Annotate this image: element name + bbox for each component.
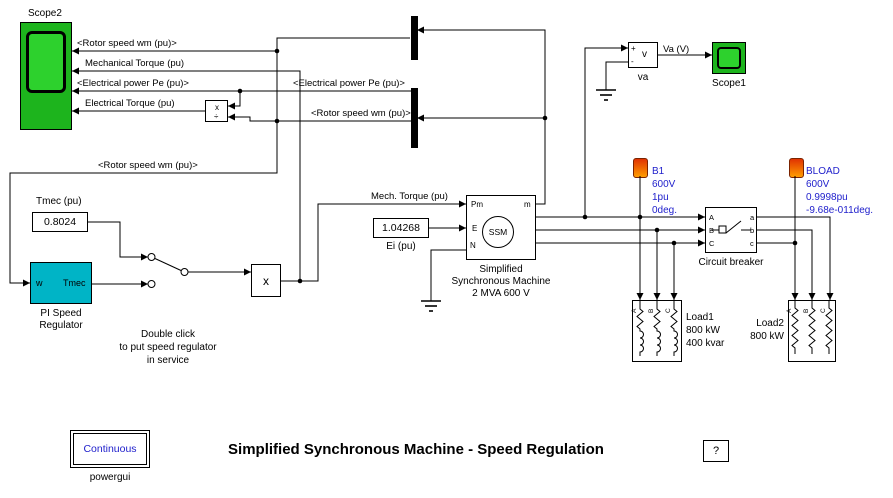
ground-icon-machine[interactable]	[421, 300, 441, 312]
breaker-port-c: c	[750, 239, 754, 248]
bload-bus-text: BLOAD 600V 0.9998pu -9.68e-011deg.	[806, 166, 874, 216]
signal-label-electrical-torque: Electrical Torque (pu)	[85, 98, 175, 109]
signal-label-electrical-power-2: <Electrical power Pe (pu)>	[293, 78, 405, 89]
b1-bus-icon[interactable]	[633, 158, 648, 178]
load2-block[interactable]	[788, 300, 836, 362]
tmec-caption: Tmec (pu)	[36, 196, 82, 207]
vm-plus-glyph: +	[631, 44, 636, 53]
scope2-screen-icon	[26, 31, 66, 93]
divide-multiply-glyph: x	[215, 103, 219, 112]
scope2-block[interactable]	[20, 22, 72, 130]
vm-caption: va	[637, 72, 649, 83]
signal-label-rotor-speed-2: <Rotor speed wm (pu)>	[311, 108, 411, 119]
breaker-port-a: a	[750, 213, 755, 222]
breaker-port-A: A	[709, 213, 715, 222]
machine-ssm-circle: SSM	[482, 216, 514, 248]
machine-pm-port-label: Pm	[471, 200, 483, 209]
signal-label-rotor-speed-3: <Rotor speed wm (pu)>	[98, 160, 198, 171]
switch-note: Double click to put speed regulator in s…	[119, 329, 217, 366]
model-title: Simplified Synchronous Machine - Speed R…	[228, 441, 604, 458]
breaker-port-b: b	[750, 226, 755, 235]
signal-label-rotor-speed-1: <Rotor speed wm (pu)>	[77, 38, 177, 49]
signal-label-electrical-power-1: <Electrical power Pe (pu)>	[77, 78, 189, 89]
powergui-block[interactable]: Continuous	[70, 430, 150, 468]
bus-selector-2[interactable]	[411, 88, 418, 148]
ei-caption: Ei (pu)	[386, 241, 416, 252]
powergui-mode-text: Continuous	[83, 443, 137, 455]
pi-out-port-label: Tmec	[63, 278, 86, 288]
breaker-port-B: B	[709, 226, 715, 235]
b1-bus-text: B1 600V 1pu 0deg.	[652, 166, 678, 216]
powergui-caption: powergui	[89, 472, 131, 483]
signal-label-mech-torque: Mech. Torque (pu)	[371, 191, 448, 202]
load2-caption: Load2 800 kW	[750, 318, 784, 342]
bus-selector-1[interactable]	[411, 16, 418, 60]
load1-caption: Load1 800 kW 400 kvar	[686, 312, 725, 349]
ground-icon-va[interactable]	[596, 89, 616, 101]
scope1-caption: Scope1	[712, 78, 746, 89]
divide-block[interactable]: x ÷	[205, 100, 228, 122]
scope1-screen-icon	[717, 47, 741, 69]
pi-in-port-label: w	[36, 278, 43, 288]
machine-m-port-label: m	[524, 200, 531, 209]
scope1-block[interactable]	[712, 42, 746, 74]
divide-divide-glyph: ÷	[214, 112, 219, 121]
vm-v-glyph: v	[642, 49, 647, 60]
machine-n-port-label: N	[470, 241, 476, 250]
manual-switch[interactable]	[144, 250, 192, 290]
signal-label-va: Va (V)	[663, 44, 690, 55]
scope2-caption: Scope2	[28, 8, 62, 19]
machine-caption: Simplified Synchronous Machine 2 MVA 600…	[451, 264, 551, 299]
breaker-caption: Circuit breaker	[698, 257, 764, 268]
machine-e-port-label: E	[472, 224, 478, 233]
breaker-port-C: C	[709, 239, 715, 248]
help-button[interactable]: ?	[703, 440, 729, 462]
pi-speed-regulator-block[interactable]: w Tmec	[30, 262, 92, 304]
tmec-constant-block[interactable]: 0.8024	[32, 212, 88, 232]
voltage-measurement-block[interactable]: + v -	[628, 42, 658, 68]
ei-constant-block[interactable]: 1.04268	[373, 218, 429, 238]
load1-block[interactable]	[632, 300, 682, 362]
vm-minus-glyph: -	[631, 57, 634, 66]
bload-bus-icon[interactable]	[789, 158, 804, 178]
circuit-breaker-block[interactable]: A B C a b c	[705, 207, 757, 253]
machine-block[interactable]: Pm m E N SSM	[466, 195, 536, 260]
signal-label-mechanical-torque: Mechanical Torque (pu)	[85, 58, 185, 69]
product-block[interactable]: x	[251, 264, 281, 297]
pi-caption: PI Speed Regulator	[39, 308, 83, 331]
